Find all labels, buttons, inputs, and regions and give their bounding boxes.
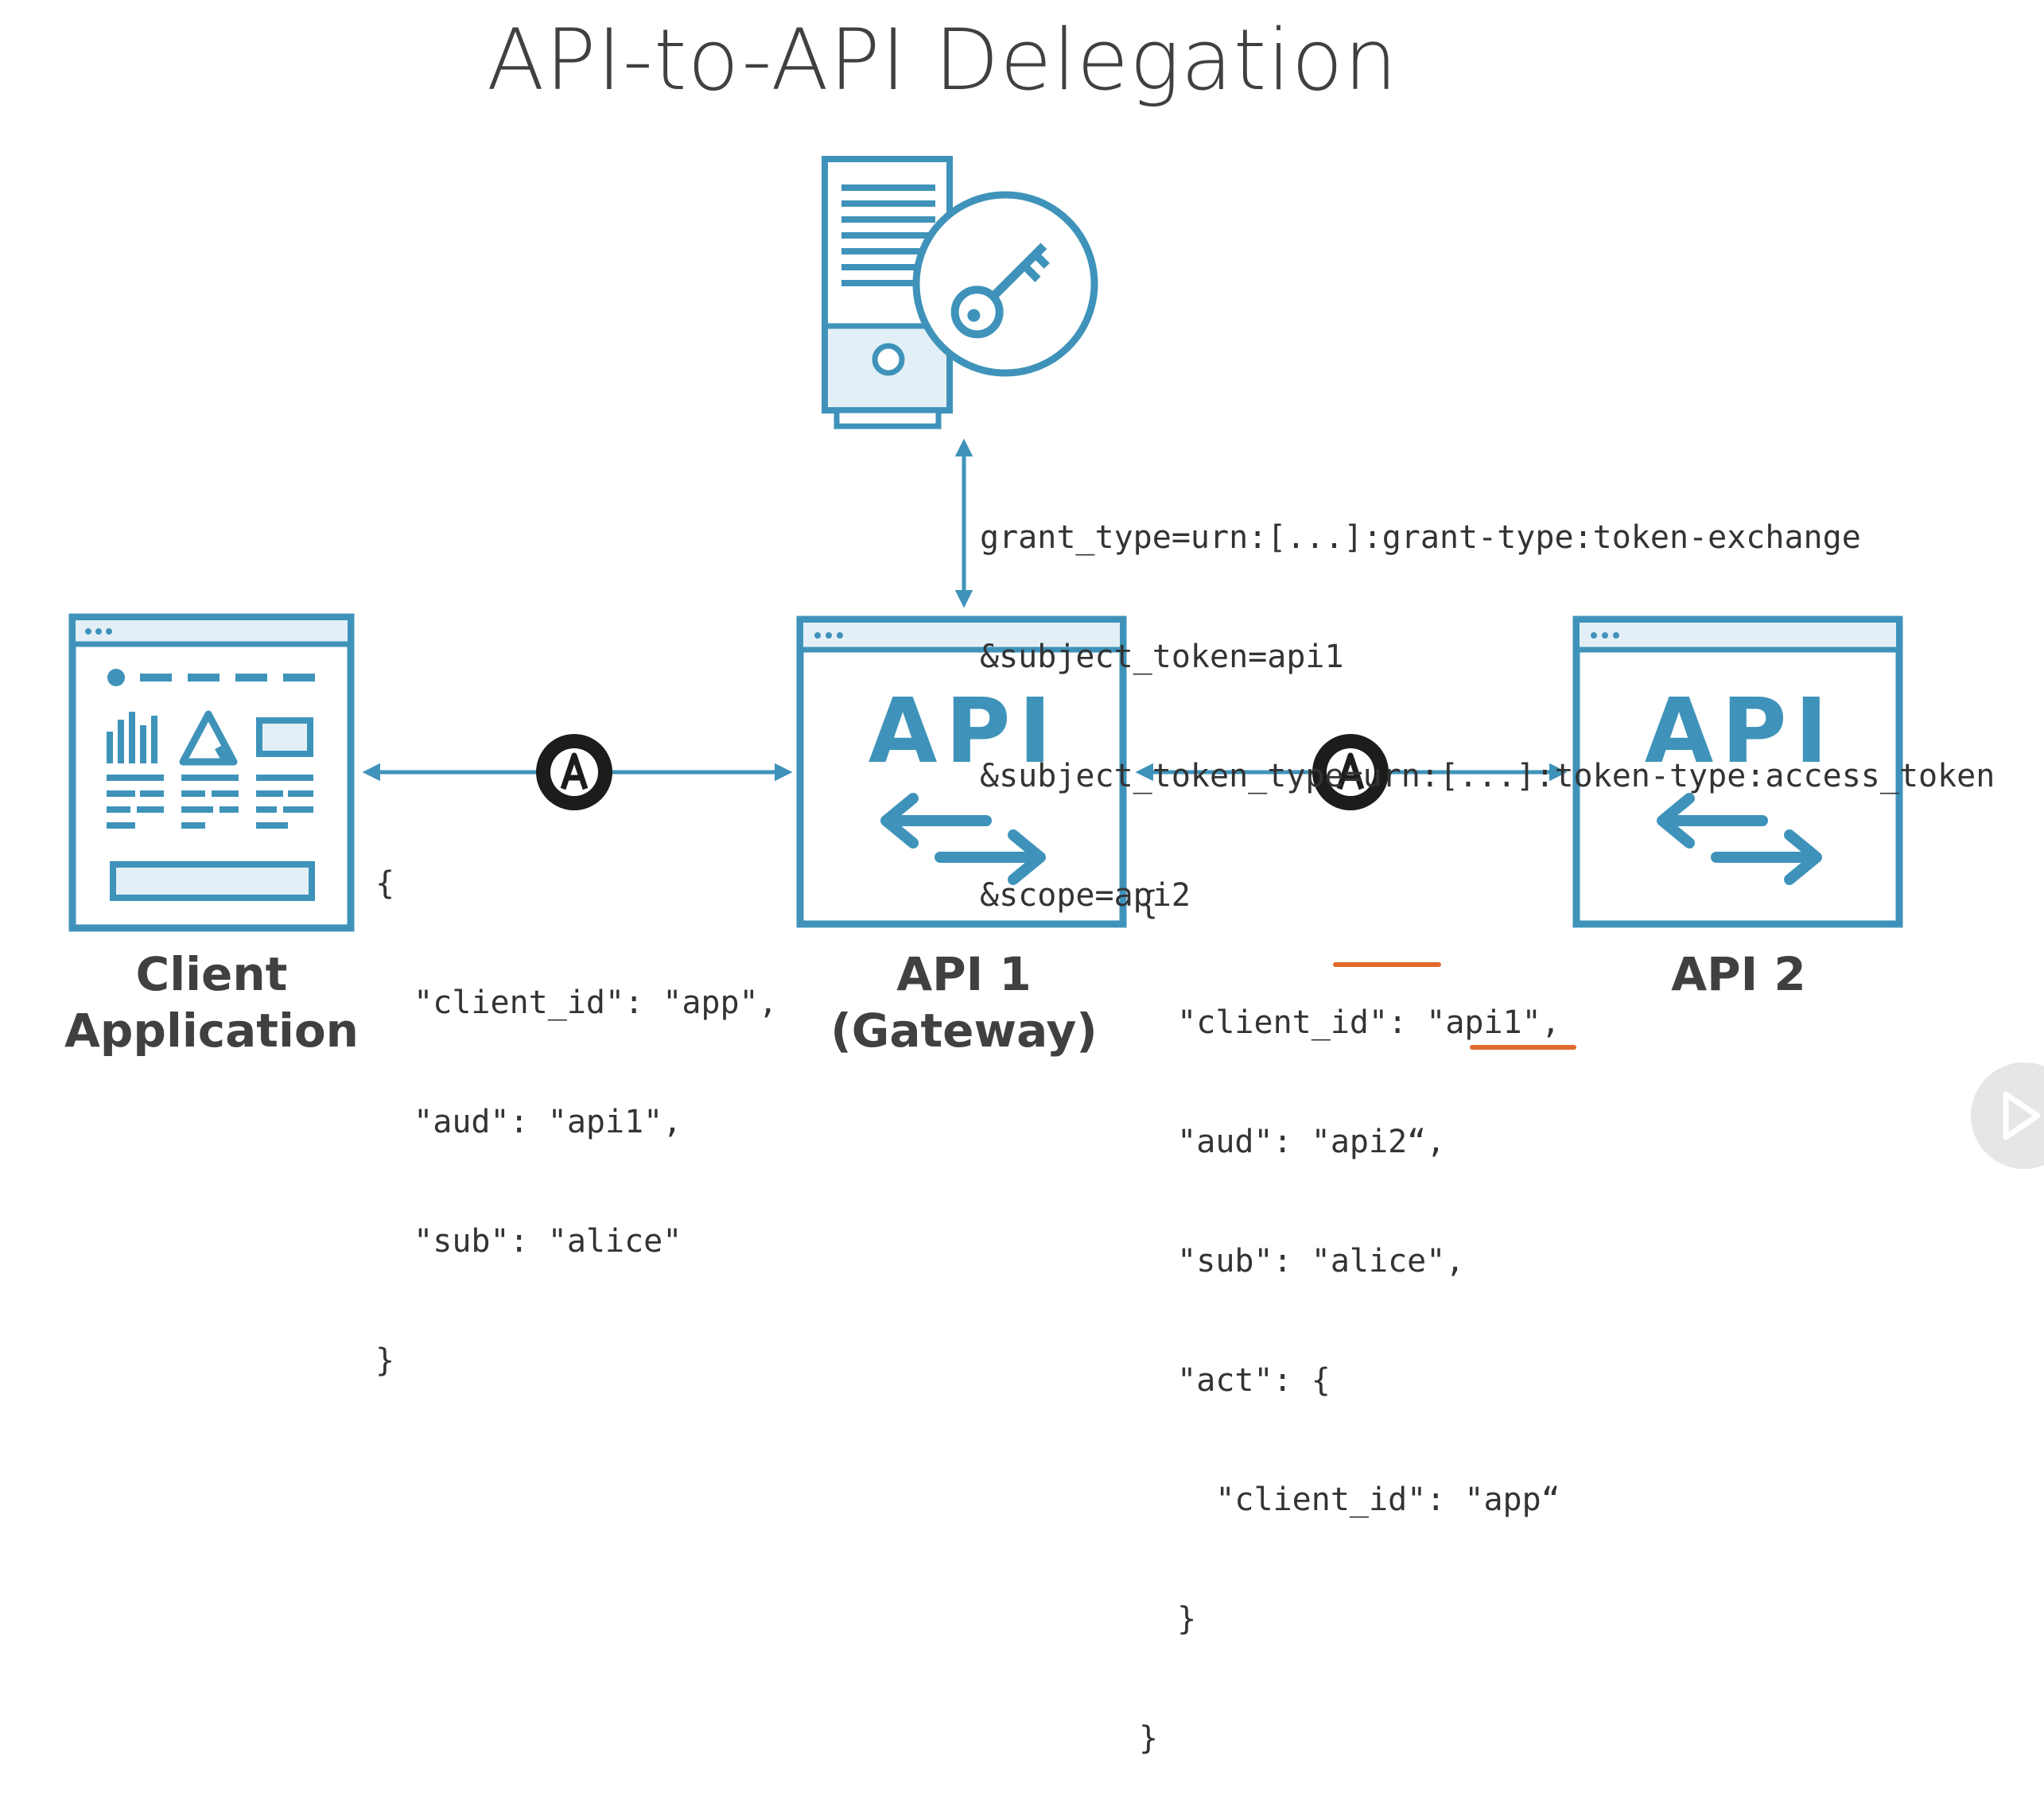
- key-icon: [950, 243, 1050, 339]
- label-line: Application: [64, 1004, 359, 1058]
- request-line: &subject_token_type=urn:[...]:token-type…: [980, 758, 1995, 794]
- api2-label: API 2: [1580, 946, 1898, 1003]
- api1-label: API 1 (Gateway): [805, 946, 1123, 1059]
- json-line: "client_id": "app“: [1139, 1482, 1560, 1518]
- api1-icon-text: API: [869, 680, 1059, 783]
- server-with-key-icon: [822, 156, 1098, 429]
- label-line: API 1: [896, 947, 1032, 1001]
- token-claims-api1-to-api2: { "client_id": "api1", "aud": "api2“, "s…: [1139, 804, 1560, 1798]
- highlight-underline-act-client-id: [1470, 1045, 1576, 1050]
- request-line: &subject_token=api1: [980, 639, 1344, 675]
- oauth-badge-icon: [1312, 734, 1389, 810]
- page-title: API-to-API Delegation: [487, 11, 1398, 109]
- label-line: Client: [135, 947, 288, 1001]
- json-line: "client_id": "api1",: [1139, 1004, 1560, 1041]
- json-line: }: [375, 1342, 395, 1379]
- json-line: "client_id": "app",: [375, 984, 778, 1021]
- token-claims-client-to-api1: { "client_id": "app", "aud": "api1", "su…: [375, 784, 778, 1420]
- label-line: API 2: [1671, 947, 1806, 1001]
- request-line: grant_type=urn:[...]:grant-type:token-ex…: [980, 519, 1861, 556]
- json-line: "act": {: [1139, 1362, 1331, 1399]
- json-line: "aud": "api2“,: [1139, 1124, 1446, 1160]
- play-icon: [2003, 1091, 2041, 1140]
- client-application-label: Client Application: [52, 946, 371, 1059]
- json-line: {: [375, 865, 395, 902]
- request-line: &scope=api2: [980, 877, 1191, 914]
- play-button[interactable]: [1971, 1062, 2044, 1169]
- web-app-window-icon: [68, 613, 355, 932]
- api1-window-icon: API: [796, 616, 1127, 928]
- highlight-underline-sub: [1333, 962, 1441, 967]
- json-line: {: [1139, 885, 1159, 922]
- label-line: (Gateway): [830, 1004, 1098, 1058]
- json-line: "sub": "alice",: [1139, 1243, 1465, 1280]
- json-line: }: [1139, 1601, 1197, 1637]
- oauth-badge-icon: [536, 734, 612, 810]
- api2-window-icon: API: [1572, 616, 1903, 928]
- json-line: "sub": "alice": [375, 1223, 682, 1260]
- json-line: "aud": "api1",: [375, 1104, 682, 1140]
- token-exchange-request: grant_type=urn:[...]:grant-type:token-ex…: [980, 438, 1995, 955]
- delegation-diagram: API API: [68, 156, 1903, 932]
- api2-icon-text: API: [1645, 680, 1836, 783]
- json-line: }: [1139, 1720, 1159, 1757]
